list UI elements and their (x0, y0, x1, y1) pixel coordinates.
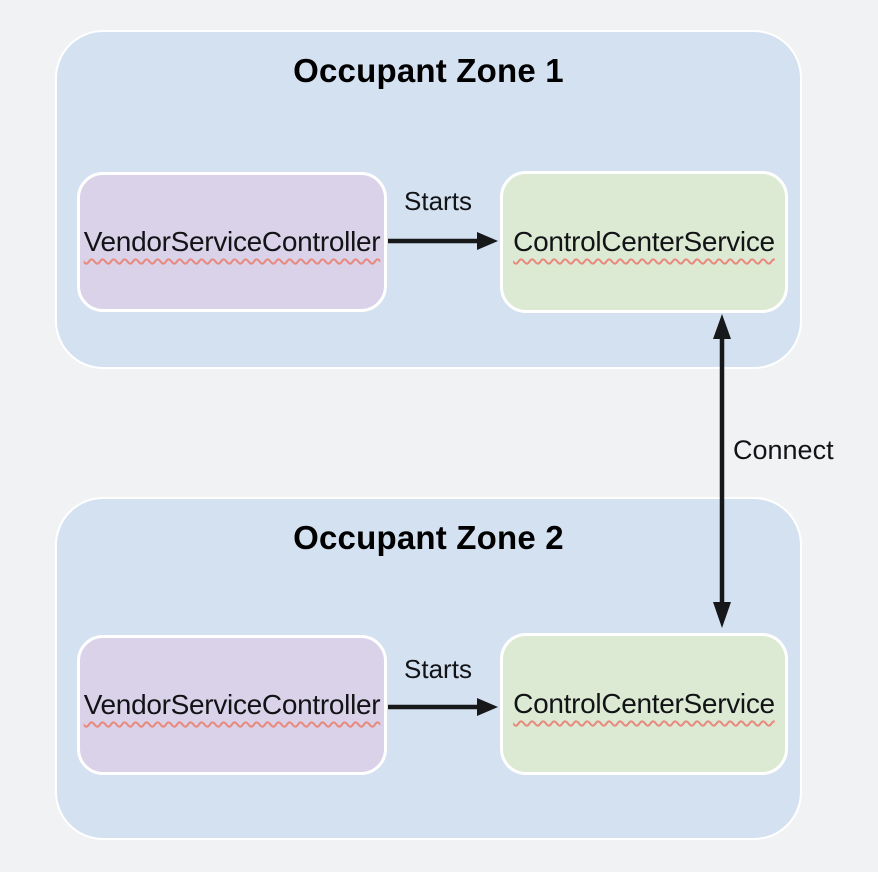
control-center-service-box-zone-1: ControlCenterService (500, 171, 788, 313)
occupant-zone-2-title: Occupant Zone 2 (293, 519, 564, 556)
connect-label: Connect (733, 435, 834, 465)
control-center-service-label: ControlCenterService (513, 226, 775, 257)
occupant-zone-1: Occupant Zone 1 VendorServiceController … (55, 30, 802, 369)
occupant-zone-1-title: Occupant Zone 1 (293, 52, 564, 89)
control-center-service-box-zone-2: ControlCenterService (500, 633, 788, 775)
starts-label-zone-2: Starts (404, 654, 472, 684)
control-center-service-label: ControlCenterService (513, 688, 775, 719)
occupant-zone-2: Occupant Zone 2 VendorServiceController … (55, 497, 802, 840)
starts-label-zone-1: Starts (404, 186, 472, 216)
vendor-service-controller-box-zone-1: VendorServiceController (77, 172, 387, 312)
vendor-service-controller-box-zone-2: VendorServiceController (77, 635, 387, 775)
vendor-service-controller-label: VendorServiceController (83, 226, 381, 257)
vendor-service-controller-label: VendorServiceController (83, 689, 381, 720)
